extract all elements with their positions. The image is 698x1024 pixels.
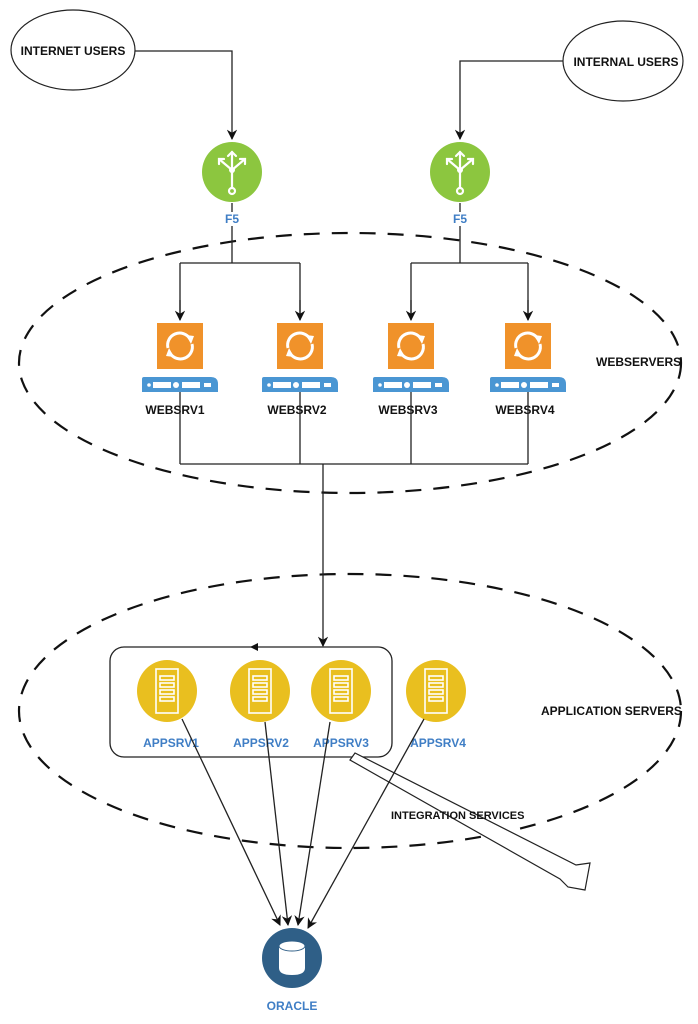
websrv2-label: WEBSRV2 — [267, 403, 326, 417]
webserver-icon — [371, 321, 451, 394]
application-servers-group — [17, 572, 683, 850]
webservers-group-label: WEBSERVERS — [596, 355, 681, 369]
app-server-icon — [310, 659, 372, 723]
app-server-icon — [136, 659, 198, 723]
edge-appsrv2-to-oracle — [264, 721, 293, 927]
webservers-bus — [179, 392, 529, 465]
edge-internal-to-f5 — [454, 60, 563, 141]
webserver-icon — [140, 321, 220, 394]
internet-users-label: INTERNET USERS — [21, 44, 126, 58]
load-balancer-icon — [200, 140, 264, 204]
edge-appsrv3-to-oracle — [294, 721, 331, 927]
internal-users-label: INTERNAL USERS — [573, 55, 678, 69]
application-servers-group-label: APPLICATION SERVERS — [541, 704, 682, 718]
edge-f5-to-web-3-4 — [410, 203, 529, 319]
websrv3-label: WEBSRV3 — [378, 403, 437, 417]
f5-label-2: F5 — [453, 212, 467, 226]
internet-users-node — [10, 9, 136, 91]
integration-services-arrow — [349, 752, 591, 891]
oracle-label: ORACLE — [267, 999, 318, 1013]
appsrv1-label: APPSRV1 — [143, 736, 199, 750]
edge-internet-to-f5 — [135, 50, 238, 141]
appsrv4-label: APPSRV4 — [410, 736, 466, 750]
f5-label-1: F5 — [225, 212, 239, 226]
edge-appsrv1-to-oracle — [181, 718, 281, 926]
appsrv2-label: APPSRV2 — [233, 736, 289, 750]
appsrv3-label: APPSRV3 — [313, 736, 369, 750]
websrv1-label: WEBSRV1 — [145, 403, 204, 417]
webservers-group — [17, 231, 683, 495]
edge-appsrv4-to-oracle — [307, 718, 425, 929]
load-balancer-icon — [428, 140, 492, 204]
app-server-icon — [405, 659, 467, 723]
cluster-arrow-icon — [250, 643, 258, 651]
edge-f5-to-web-1-2 — [179, 203, 301, 319]
websrv4-label: WEBSRV4 — [495, 403, 554, 417]
webserver-icon — [260, 321, 340, 394]
webserver-icon — [488, 321, 568, 394]
database-icon — [262, 928, 322, 988]
integration-services-label: INTEGRATION SERVICES — [391, 810, 524, 822]
app-server-icon — [229, 659, 291, 723]
